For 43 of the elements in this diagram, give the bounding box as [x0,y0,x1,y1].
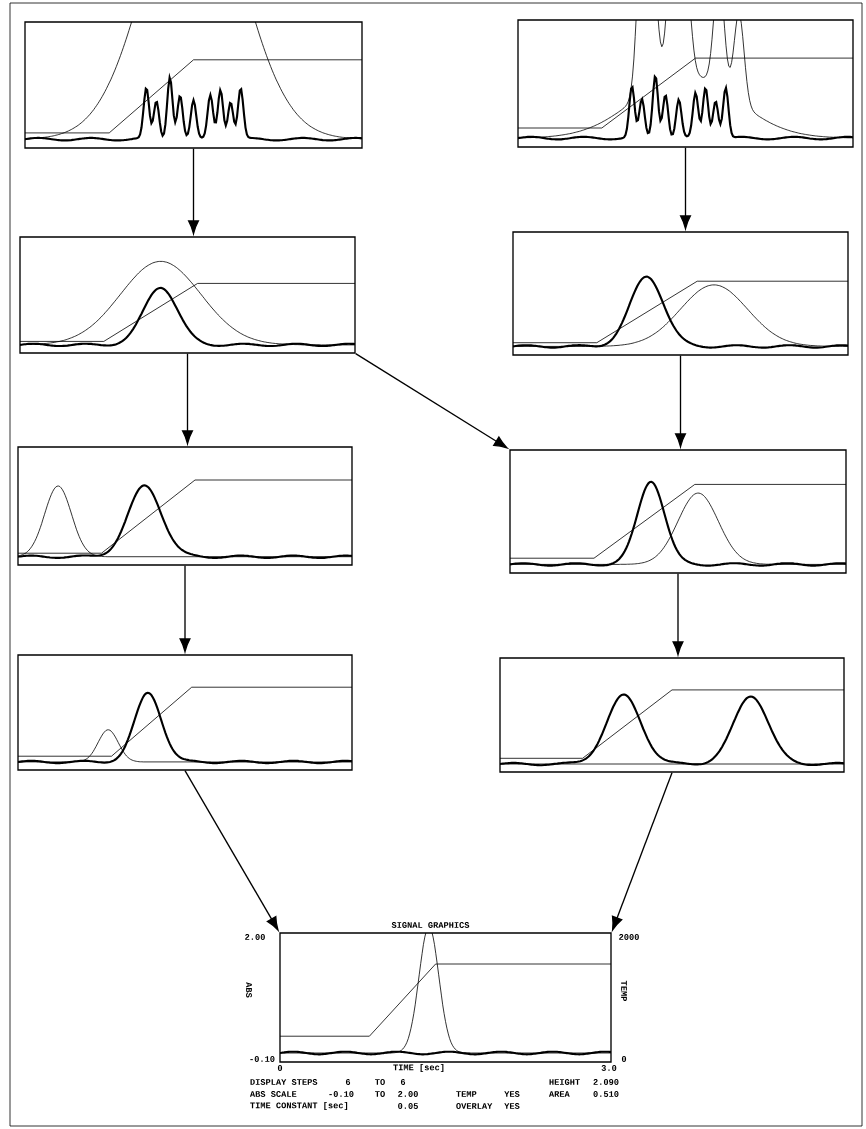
axis-label: HEIGHT [549,1079,580,1085]
arrow [680,147,691,230]
arrow [675,355,686,448]
axis-label: 6 [345,1079,351,1085]
arrow [672,573,684,656]
axis-label: AREA [548,1091,570,1097]
axis-label: 2.00 [398,1091,418,1097]
axis-label: TIME CONSTANT [sec] [250,1102,348,1111]
chromatogram-plot [509,449,847,574]
axis-label: 6 [400,1079,406,1085]
chromatogram-plot [19,236,356,354]
axis-label: 3.0 [601,1065,617,1071]
arrow [184,770,279,931]
chromatogram-plot [512,231,849,356]
arrow [355,353,508,449]
axis-label: 2.090 [593,1079,619,1085]
arrow [182,353,193,445]
axis-label: YES [504,1103,520,1109]
arrow [179,565,191,653]
chromatogram-plot [24,21,363,149]
axis-label: ABS [246,982,252,998]
axis-label: 2.00 [245,934,265,940]
axis-label: -0.10 [329,1091,354,1097]
axis-label: YES [504,1091,520,1097]
axis-label: ABS SCALE [249,1091,297,1097]
axis-label: 0 [621,1056,627,1062]
chromatogram-plot [17,446,353,566]
chromatogram-plot [517,19,854,148]
axis-label: 2000 [619,934,639,940]
plot-title: SIGNAL GRAPHICS [391,922,470,928]
arrow [611,772,673,931]
chromatogram-plot [17,654,353,771]
chromatogram-plot [499,657,845,773]
axis-label: OVERLAY [456,1103,493,1109]
axis-label: TO [375,1091,385,1097]
axis-label: TEMP [456,1091,477,1097]
arrow [188,148,199,235]
axis-label: TEMP [621,980,627,1002]
axis-label: TO [375,1079,385,1085]
axis-label: 0.510 [593,1091,619,1097]
axis-label: DISPLAY STEPS [250,1079,318,1085]
axis-label: 0 [277,1065,283,1071]
axis-label: 0.05 [398,1103,418,1109]
